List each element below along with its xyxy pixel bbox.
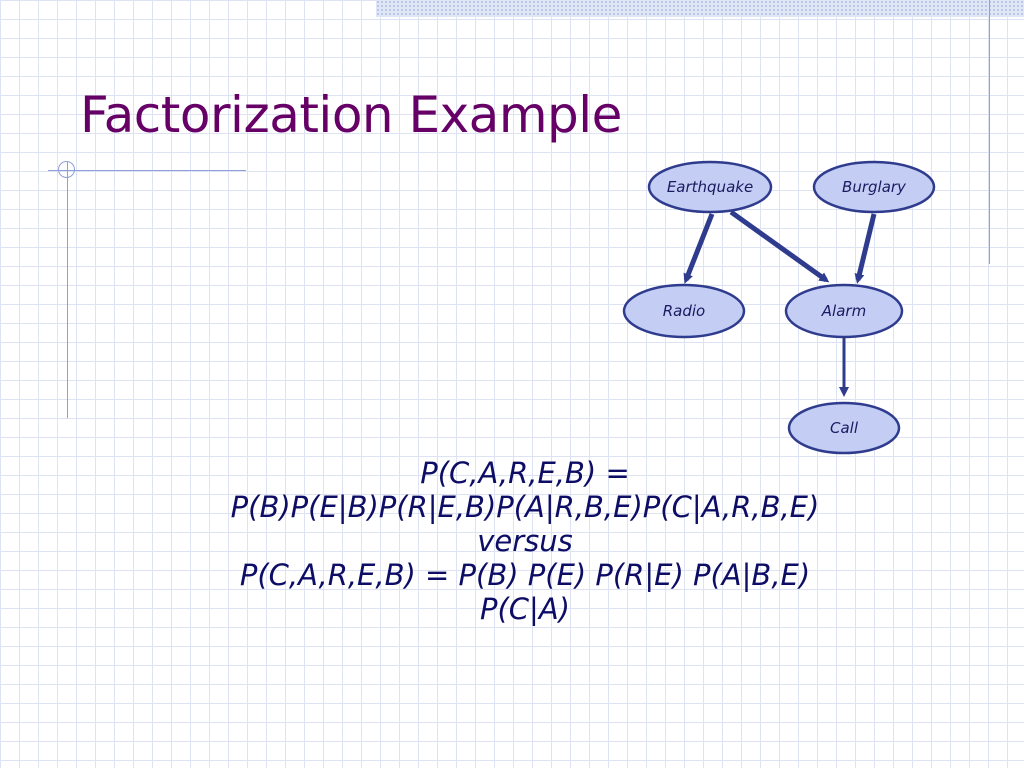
title-underline-rule <box>48 170 246 171</box>
node-radio: Radio <box>622 283 746 339</box>
node-burglary: Burglary <box>812 160 936 214</box>
node-earthquake: Earthquake <box>647 160 773 214</box>
top-decor-band <box>376 0 1024 17</box>
node-call-label: Call <box>830 419 859 437</box>
formula-line-4: P(C,A,R,E,B) = P(B) P(E) P(R|E) P(A|B,E) <box>239 558 811 592</box>
edge-earthquake-radio <box>683 213 715 284</box>
left-decor-rule <box>67 162 68 418</box>
formula-block: P(C,A,R,E,B) = P(B)P(E|B)P(R|E,B)P(A|R,B… <box>100 456 950 626</box>
node-radio-label: Radio <box>663 302 705 320</box>
formula-line-1: P(C,A,R,E,B) = <box>420 456 630 490</box>
decor-ring <box>58 161 75 178</box>
formula-line-5: P(C|A) <box>480 592 570 626</box>
formula-line-2: P(B)P(E|B)P(R|E,B)P(A|R,B,E)P(C|A,R,B,E) <box>230 490 820 524</box>
edge-burglary-alarm <box>854 213 877 284</box>
slide-title: Factorization Example <box>80 86 622 144</box>
formula-line-versus: versus <box>477 524 573 558</box>
node-burglary-label: Burglary <box>842 178 907 196</box>
node-earthquake-label: Earthquake <box>667 178 753 196</box>
edge-earthquake-alarm <box>729 209 830 283</box>
node-alarm: Alarm <box>784 283 904 339</box>
right-decor-rule <box>989 0 990 264</box>
node-call: Call <box>787 401 901 455</box>
node-alarm-label: Alarm <box>821 302 866 320</box>
